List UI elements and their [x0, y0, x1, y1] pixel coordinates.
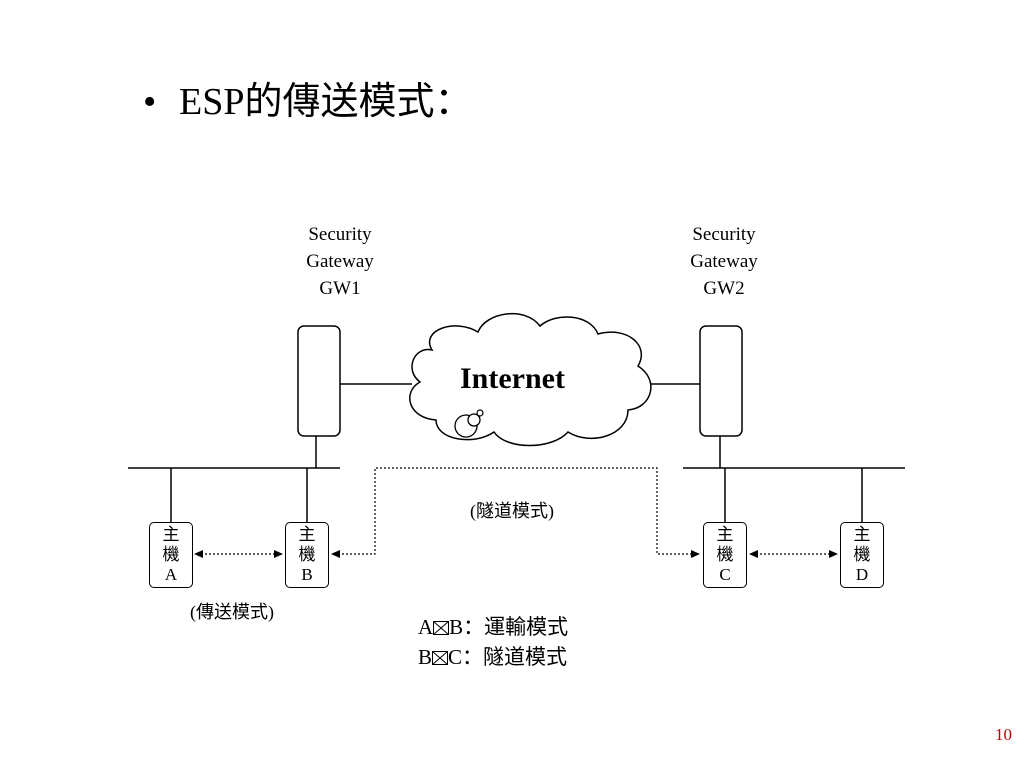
host-d: 主 機 D: [840, 522, 884, 588]
legend-row-2: B C：隧道模式: [418, 642, 568, 672]
gateway-gw1-box: [297, 325, 341, 437]
gw1-line2: Gateway: [306, 251, 374, 272]
tunnel-mode-note: (隧道模式): [470, 501, 554, 521]
legend-row2-a: B: [418, 645, 433, 669]
host-a-char1: 主: [162, 525, 180, 544]
transport-arrow-left: [194, 550, 203, 558]
page-number: 10: [995, 725, 1012, 744]
bullet: •: [143, 81, 157, 123]
legend-row2-b: C：隧道模式: [448, 645, 568, 669]
host-a-letter: A: [164, 565, 178, 584]
gw2-line2: Gateway: [690, 251, 758, 272]
gw1-line3: GW1: [319, 278, 361, 299]
host-d-char1: 主: [853, 525, 871, 544]
host-b-letter: B: [301, 565, 313, 584]
gateway-gw1-label: Security Gateway GW1: [280, 221, 400, 302]
transport-arrow-right: [274, 550, 283, 558]
bidirectional-box-icon: [432, 651, 449, 665]
legend-row1-b: B：運輸模式: [449, 615, 569, 639]
host-d-char2: 機: [853, 545, 871, 564]
tunnel-arrow-left: [331, 550, 340, 558]
cloud-bubble-small: [476, 409, 484, 417]
gateway-gw2-box: [699, 325, 743, 437]
bidirectional-box-icon: [433, 621, 450, 635]
legend-row1-a: A: [418, 615, 434, 639]
cd-arrow-left: [749, 550, 758, 558]
tunnel-mode-path: [338, 467, 692, 555]
slide-title: • ESP的傳送模式：: [143, 78, 472, 126]
host-b-char1: 主: [298, 525, 316, 544]
host-d-letter: D: [855, 565, 869, 584]
host-c: 主 機 C: [703, 522, 747, 588]
transport-mode-note: (傳送模式): [190, 602, 274, 622]
host-b: 主 機 B: [285, 522, 329, 588]
host-c-char2: 機: [716, 545, 734, 564]
tunnel-arrow-right: [691, 550, 700, 558]
cloud-bubble-medium: [467, 413, 481, 427]
host-a-char2: 機: [162, 545, 180, 564]
gw2-line1: Security: [692, 224, 756, 245]
host-c-letter: C: [719, 565, 731, 584]
internet-label: Internet: [460, 362, 565, 395]
legend: A B：運輸模式 B C：隧道模式: [418, 612, 568, 672]
gw2-line3: GW2: [703, 278, 745, 299]
legend-row-1: A B：運輸模式: [418, 612, 568, 642]
title-text: ESP的傳送模式：: [179, 81, 473, 123]
internet-cloud: [409, 312, 652, 447]
host-c-char1: 主: [716, 525, 734, 544]
host-b-char2: 機: [298, 545, 316, 564]
cd-arrow-right: [829, 550, 838, 558]
gateway-gw2-label: Security Gateway GW2: [664, 221, 784, 302]
gw1-line1: Security: [308, 224, 372, 245]
host-a: 主 機 A: [149, 522, 193, 588]
